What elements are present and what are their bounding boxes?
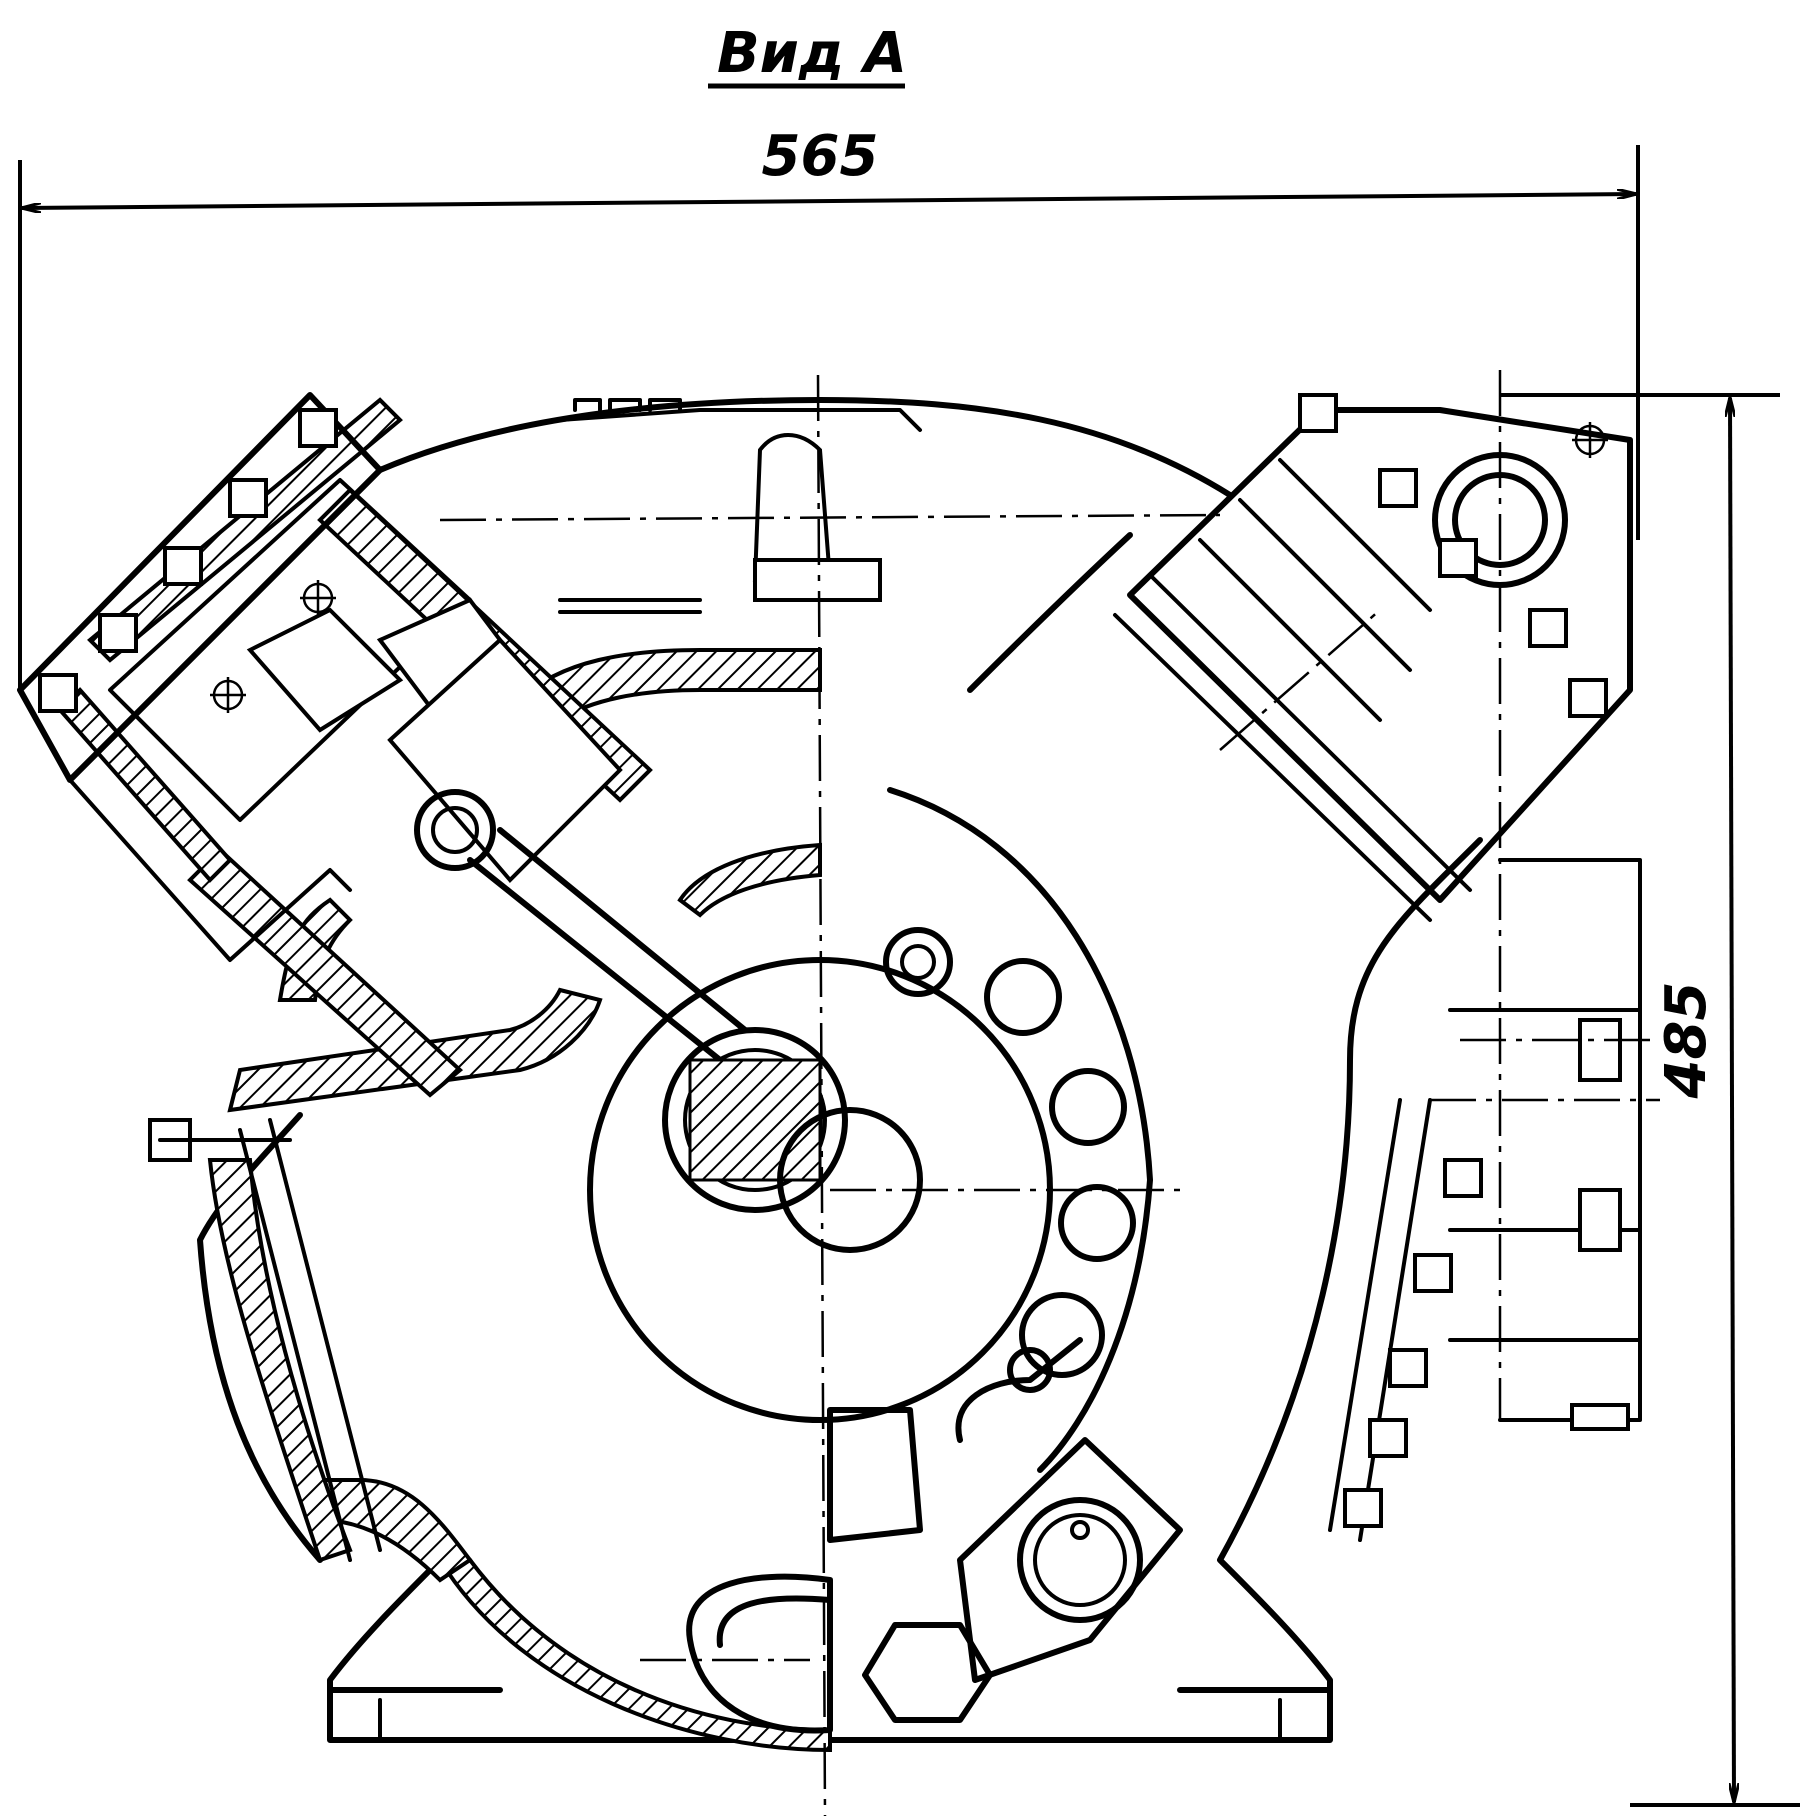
center-lines xyxy=(439,370,1660,1816)
height-dimension: 485 xyxy=(1500,393,1800,1807)
width-dimension-value: 565 xyxy=(762,124,879,189)
height-dimension-value: 485 xyxy=(1654,982,1719,1100)
center-marks-left xyxy=(210,580,336,713)
head-bolts-right xyxy=(1298,393,1608,718)
height-dimension-line xyxy=(1730,398,1734,1802)
width-dimension-line xyxy=(22,194,1636,208)
head-bolts-left xyxy=(38,408,338,713)
top-breather xyxy=(558,398,922,614)
center-marks-right xyxy=(1572,422,1608,458)
crankcase-body xyxy=(197,397,1483,1743)
view-title-group: Вид А xyxy=(708,21,907,89)
left-cylinder xyxy=(17,392,748,1063)
view-title: Вид А xyxy=(717,21,907,86)
left-side-cover xyxy=(148,1118,382,1562)
crankpin-section xyxy=(688,1058,822,1182)
lower-fittings xyxy=(686,1407,1183,1734)
counterweight-holes xyxy=(883,787,1153,1473)
right-flange xyxy=(1328,858,1642,1542)
width-dimension: 565 xyxy=(18,124,1640,690)
